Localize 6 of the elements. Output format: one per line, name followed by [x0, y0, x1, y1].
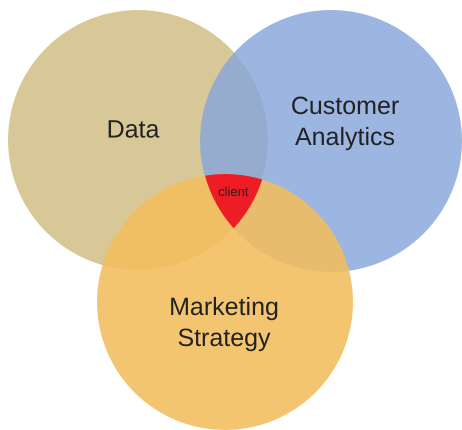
circle-label: Data	[106, 114, 160, 146]
overlap-region	[204, 174, 262, 228]
circle-label: Marketing Strategy	[168, 292, 280, 354]
venn-circle	[97, 174, 353, 430]
circle-label: Customer Analytics	[290, 90, 400, 153]
region-label: client	[217, 184, 250, 200]
